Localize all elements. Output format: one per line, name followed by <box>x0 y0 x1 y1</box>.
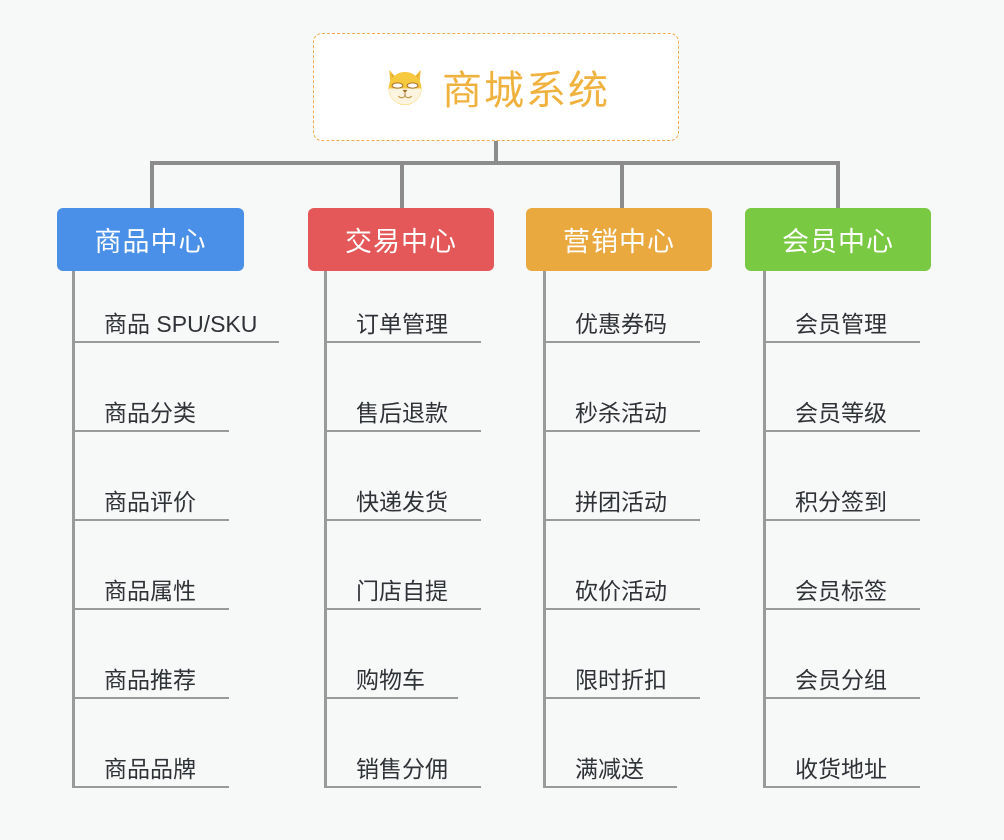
list-item[interactable]: 优惠券码 <box>543 271 700 343</box>
list-item[interactable]: 会员等级 <box>763 360 920 432</box>
root-stem-connector <box>494 141 498 165</box>
root-title: 商城系统 <box>442 69 610 113</box>
list-item[interactable]: 积分签到 <box>763 449 920 521</box>
list-item[interactable]: 门店自提 <box>324 538 481 610</box>
leaf-label: 商品推荐 <box>104 666 196 693</box>
category-header-label: 会员中心 <box>782 227 894 257</box>
branch-drop-connector-3 <box>620 161 624 208</box>
category-header-member[interactable]: 会员中心 <box>745 208 931 271</box>
list-item[interactable]: 会员管理 <box>763 271 920 343</box>
list-item[interactable]: 商品 SPU/SKU <box>72 271 279 343</box>
leaf-label: 会员管理 <box>795 310 887 337</box>
leaf-label: 满减送 <box>575 755 644 782</box>
leaf-label: 商品 SPU/SKU <box>104 310 258 337</box>
category-header-label: 营销中心 <box>563 227 675 257</box>
list-item[interactable]: 商品评价 <box>72 449 229 521</box>
category-header-label: 交易中心 <box>345 227 457 257</box>
leaf-label: 销售分佣 <box>356 755 448 782</box>
list-item[interactable]: 售后退款 <box>324 360 481 432</box>
leaf-label: 积分签到 <box>795 488 887 515</box>
leaf-label: 会员等级 <box>795 399 887 426</box>
list-item[interactable]: 商品推荐 <box>72 627 229 699</box>
leaf-label: 商品品牌 <box>104 755 196 782</box>
leaf-label: 限时折扣 <box>575 666 667 693</box>
leaf-label: 快递发货 <box>356 488 448 515</box>
list-item[interactable]: 会员标签 <box>763 538 920 610</box>
category-header-label: 商品中心 <box>94 227 207 257</box>
leaf-label: 售后退款 <box>356 399 448 426</box>
column-spine <box>543 271 546 788</box>
root-node[interactable]: 商城系统 <box>313 33 679 141</box>
branch-drop-connector-4 <box>836 161 840 208</box>
list-item[interactable]: 秒杀活动 <box>543 360 700 432</box>
leaf-label: 门店自提 <box>356 577 448 604</box>
column-spine <box>324 271 327 788</box>
leaf-label: 商品属性 <box>104 577 196 604</box>
leaf-label: 会员标签 <box>795 577 887 604</box>
horizontal-bus-connector <box>150 161 840 165</box>
list-item[interactable]: 订单管理 <box>324 271 481 343</box>
list-item[interactable]: 满减送 <box>543 716 677 788</box>
leaf-label: 商品分类 <box>104 399 196 426</box>
list-item[interactable]: 限时折扣 <box>543 627 700 699</box>
list-item[interactable]: 砍价活动 <box>543 538 700 610</box>
category-header-marketing[interactable]: 营销中心 <box>526 208 712 271</box>
category-header-trade[interactable]: 交易中心 <box>308 208 494 271</box>
list-item[interactable]: 会员分组 <box>763 627 920 699</box>
leaf-label: 优惠券码 <box>575 310 667 337</box>
branch-drop-connector-2 <box>400 161 404 208</box>
leaf-label: 拼团活动 <box>575 488 667 515</box>
list-item[interactable]: 商品分类 <box>72 360 229 432</box>
list-item[interactable]: 收货地址 <box>763 716 920 788</box>
column-spine <box>763 271 766 788</box>
list-item[interactable]: 快递发货 <box>324 449 481 521</box>
category-header-product[interactable]: 商品中心 <box>57 208 244 271</box>
leaf-label: 收货地址 <box>795 755 887 782</box>
leaf-label: 砍价活动 <box>575 577 667 604</box>
leaf-label: 会员分组 <box>795 666 887 693</box>
list-item[interactable]: 拼团活动 <box>543 449 700 521</box>
list-item[interactable]: 商品属性 <box>72 538 229 610</box>
list-item[interactable]: 购物车 <box>324 627 458 699</box>
leaf-label: 秒杀活动 <box>575 399 667 426</box>
column-spine <box>72 271 75 788</box>
leaf-label: 订单管理 <box>356 310 448 337</box>
shiba-dog-face-icon <box>382 64 428 110</box>
list-item[interactable]: 销售分佣 <box>324 716 481 788</box>
list-item[interactable]: 商品品牌 <box>72 716 229 788</box>
leaf-label: 商品评价 <box>104 488 196 515</box>
leaf-label: 购物车 <box>356 666 425 693</box>
branch-drop-connector-1 <box>150 161 154 208</box>
